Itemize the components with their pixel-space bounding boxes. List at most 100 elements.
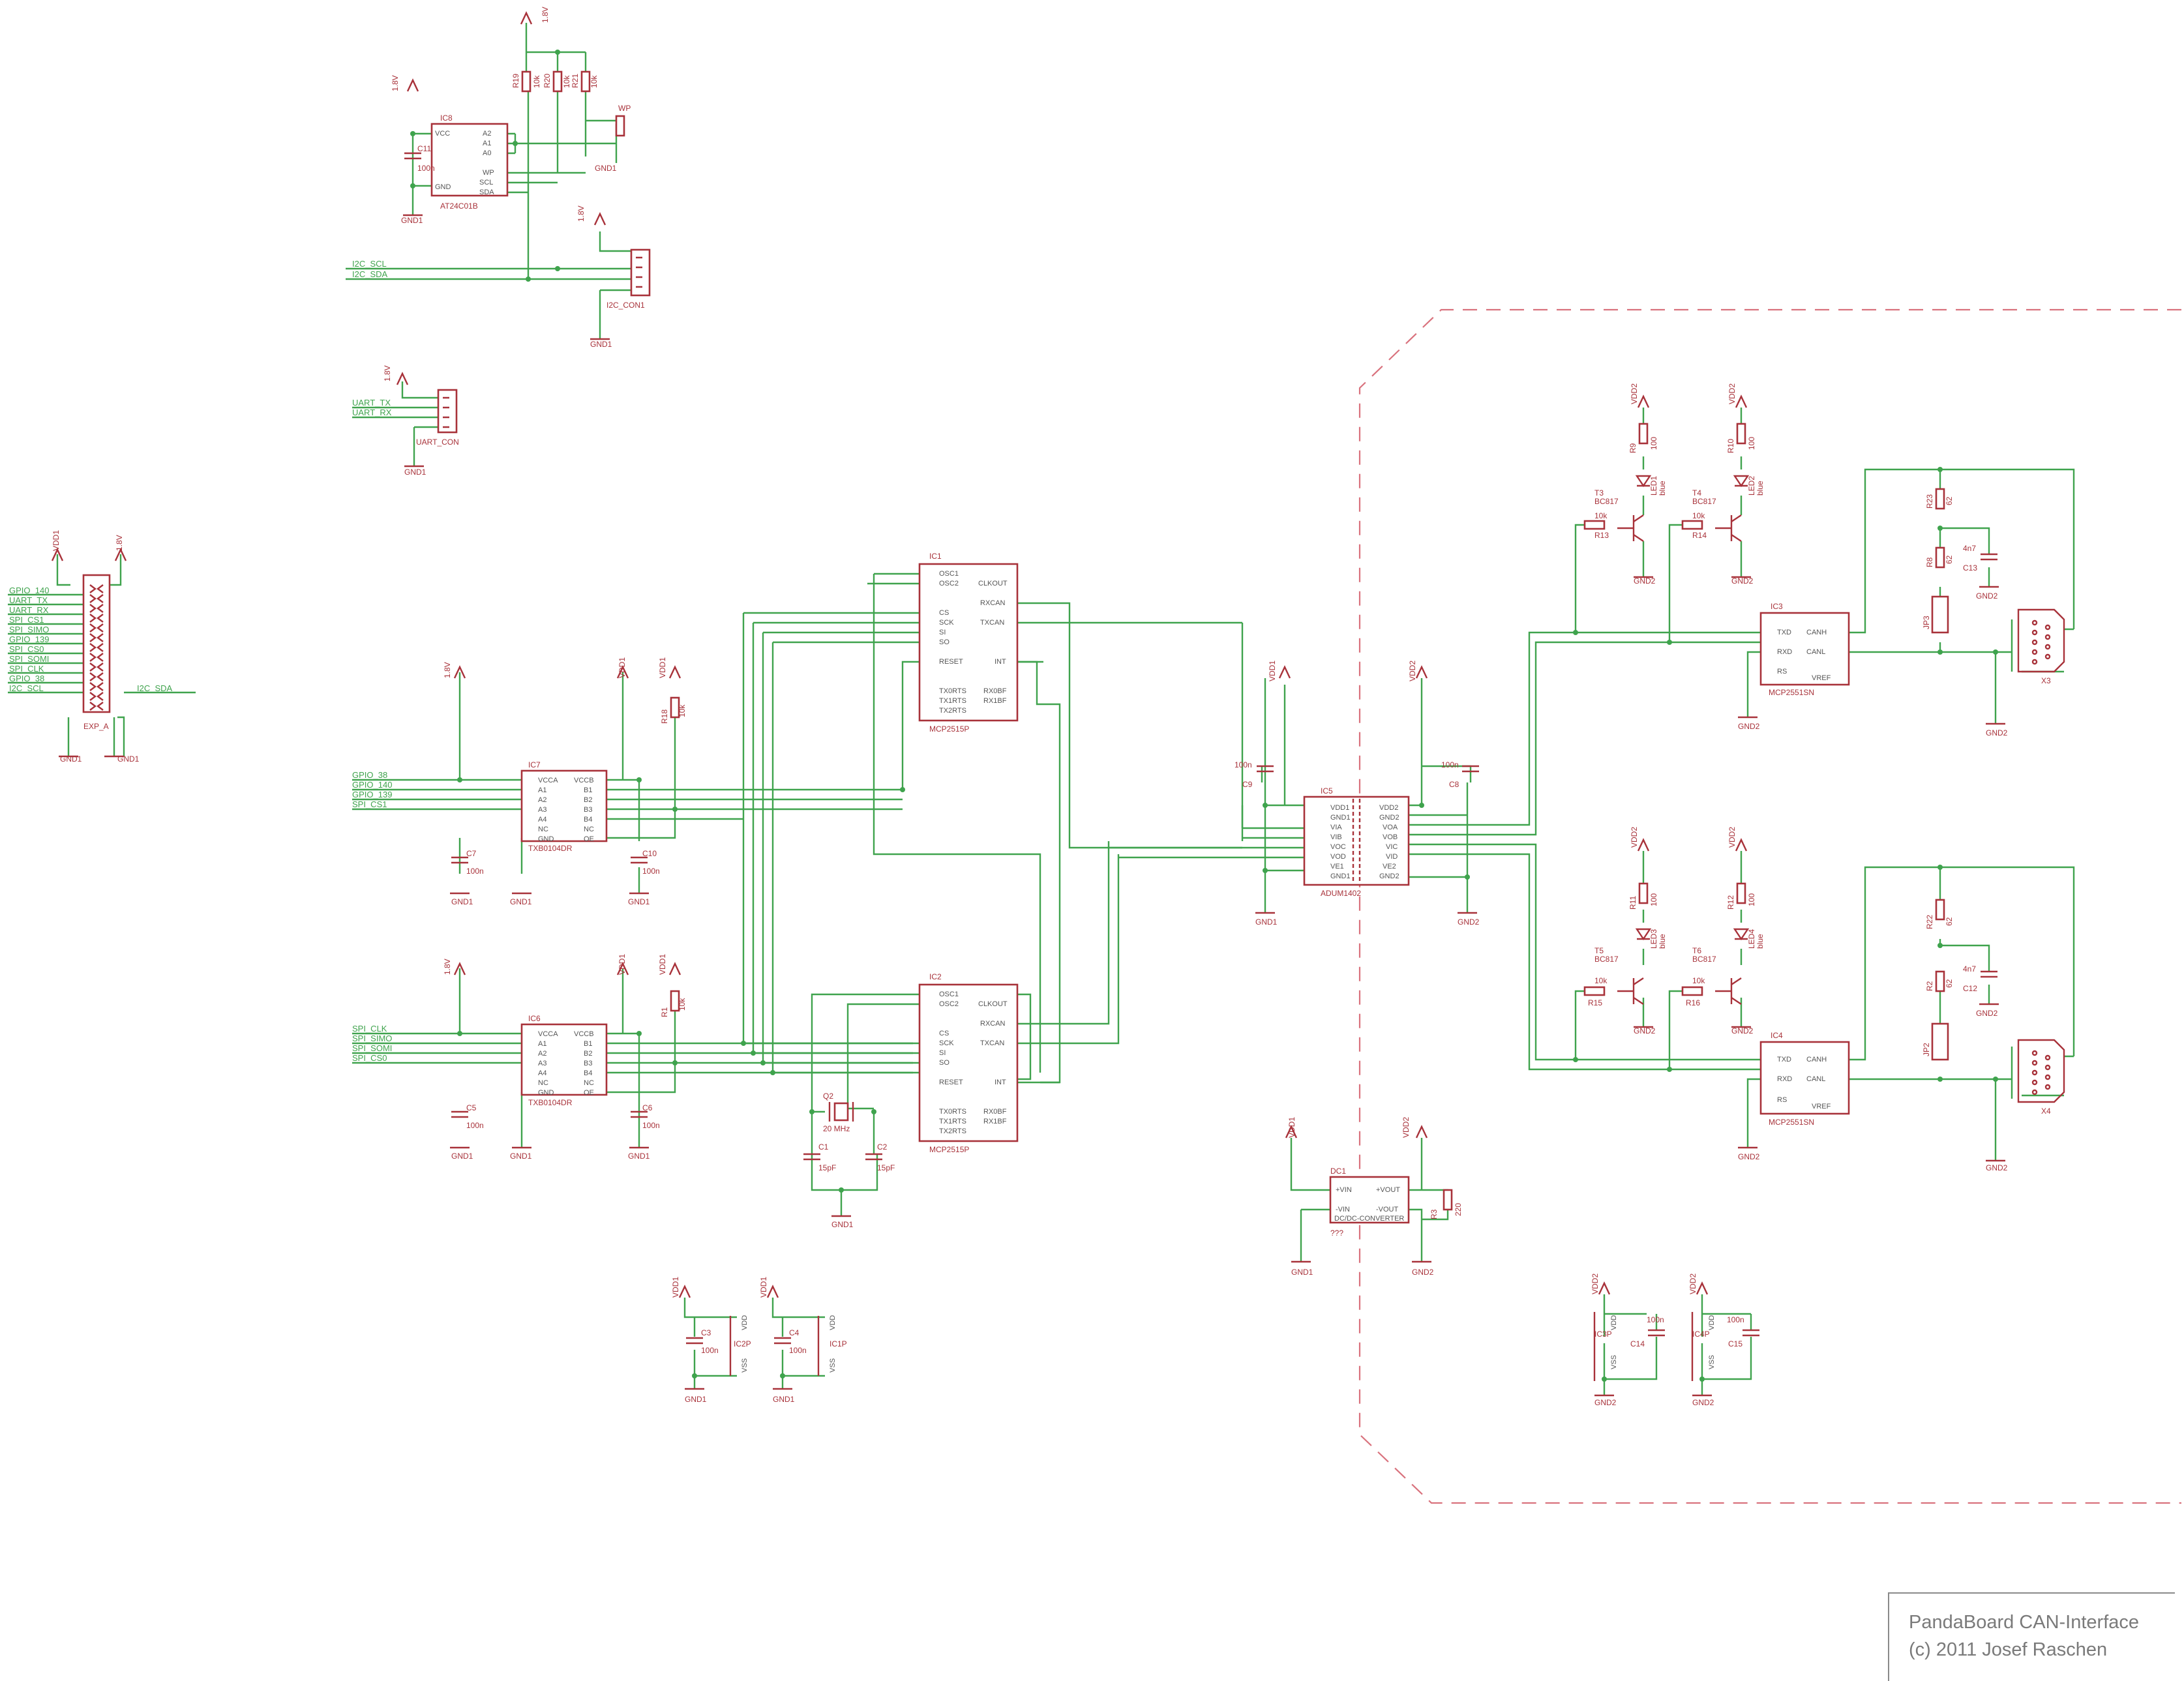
svg-text:VREF: VREF [1812,1103,1831,1110]
svg-text:VDD1: VDD1 [671,1277,680,1298]
svg-text:INT: INT [995,1079,1006,1086]
svg-text:C1: C1 [818,1142,829,1152]
svg-text:C8: C8 [1449,780,1459,789]
svg-text:GND1: GND1 [451,897,473,906]
svg-text:VCCA: VCCA [538,777,558,784]
svg-text:OSC2: OSC2 [939,1000,959,1008]
svg-text:C11: C11 [417,144,431,153]
svg-text:GND: GND [538,835,554,843]
net-gpio-140: GPIO_140 [9,586,49,595]
svg-text:C4: C4 [789,1328,800,1337]
svg-text:GND: GND [435,183,451,191]
svg-text:VDD1: VDD1 [658,657,667,678]
svg-text:SI: SI [939,629,946,636]
svg-text:R14: R14 [1692,531,1707,540]
svg-text:CANL: CANL [1806,648,1825,656]
svg-text:C13: C13 [1963,563,1977,573]
svg-text:VIC: VIC [1386,843,1398,851]
svg-text:WP: WP [483,169,494,177]
svg-text:GND1: GND1 [685,1395,707,1404]
junctions [410,50,1998,1382]
svg-text:100n: 100n [466,1121,484,1130]
svg-text:VDD1: VDD1 [1330,804,1349,812]
svg-text:blue: blue [1658,934,1667,949]
svg-text:RX0BF: RX0BF [983,1108,1007,1116]
svg-text:GND2: GND2 [1634,576,1656,586]
title-block-project: PandaBoard CAN-Interface [1909,1612,2140,1633]
svg-text:GND1: GND1 [1330,872,1351,880]
svg-text:GND1: GND1 [628,1152,650,1161]
svg-text:UART_CON: UART_CON [416,438,459,447]
svg-text:C14: C14 [1630,1339,1645,1348]
svg-text:TX0RTS: TX0RTS [939,687,966,695]
svg-text:GND1: GND1 [404,468,426,477]
svg-text:SPI_CS1: SPI_CS1 [352,799,387,809]
svg-text:TX2RTS: TX2RTS [939,1127,966,1135]
wires [8,23,2075,1395]
svg-text:I2C_CON1: I2C_CON1 [606,301,645,310]
svg-text:NC: NC [584,1079,594,1087]
svg-text:IC8: IC8 [440,113,453,123]
svg-text:RX1BF: RX1BF [983,697,1007,705]
svg-text:GND: GND [538,1089,554,1097]
svg-text:IC7: IC7 [528,760,541,769]
svg-text:R21: R21 [571,74,580,88]
svg-text:CLKOUT: CLKOUT [978,580,1008,588]
net-spi-simo: SPI_SIMO [9,625,49,634]
svg-text:OSC1: OSC1 [939,570,959,578]
svg-text:R12: R12 [1726,895,1735,910]
title-block: PandaBoard CAN-Interface (c) 2011 Josef … [1888,1592,2175,1681]
svg-text:blue: blue [1756,481,1765,496]
svg-text:ADUM1402: ADUM1402 [1321,889,1361,898]
svg-text:IC4: IC4 [1771,1031,1783,1040]
svg-text:R8: R8 [1925,557,1934,567]
svg-text:LED3: LED3 [1649,929,1658,949]
exp-a-label: EXP_A [83,722,109,731]
svg-text:VDD: VDD [1708,1315,1716,1330]
svg-text:A1: A1 [538,786,546,794]
svg-text:10k: 10k [1594,976,1608,985]
svg-text:1.8V: 1.8V [576,205,586,222]
svg-text:VDD2: VDD2 [1401,1117,1411,1138]
svg-text:GND1: GND1 [590,340,612,349]
svg-text:GND2: GND2 [1692,1398,1714,1407]
svg-text:BC817: BC817 [1594,497,1619,506]
svg-text:VOD: VOD [1330,853,1346,861]
svg-text:VDD2: VDD2 [1379,804,1398,812]
svg-text:RESET: RESET [939,1079,963,1086]
svg-text:VDD1: VDD1 [658,954,667,975]
svg-text:R9: R9 [1628,443,1638,453]
svg-text:100n: 100n [1647,1315,1664,1324]
svg-text:C10: C10 [642,849,657,858]
svg-text:B1: B1 [584,1040,592,1048]
svg-text:LED4: LED4 [1747,929,1756,949]
svg-text:VDD: VDD [829,1315,837,1330]
net-i2c-sda: I2C_SDA [137,683,173,693]
svg-text:Q2: Q2 [823,1092,833,1101]
svg-text:GND2: GND2 [1731,576,1754,586]
svg-text:10k: 10k [1594,511,1608,520]
svg-text:1.8V: 1.8V [115,535,124,551]
svg-text:DC1: DC1 [1330,1167,1346,1176]
net-spi-somi: SPI_SOMI [9,654,49,664]
svg-text:-VOUT: -VOUT [1376,1206,1399,1213]
svg-text:T5: T5 [1594,946,1604,955]
svg-text:62: 62 [1945,555,1954,564]
svg-text:CLKOUT: CLKOUT [978,1000,1008,1008]
component-bodies [82,70,2065,1381]
svg-text:62: 62 [1945,917,1954,926]
svg-text:100: 100 [1747,437,1756,450]
svg-text:IC1: IC1 [929,552,942,561]
svg-text:VREF: VREF [1812,674,1831,682]
svg-text:RXCAN: RXCAN [980,599,1006,607]
svg-text:IC3P: IC3P [1594,1330,1612,1339]
svg-text:GND2: GND2 [1986,728,2008,737]
svg-text:MCP2515P: MCP2515P [929,724,969,734]
svg-text:T3: T3 [1594,488,1604,498]
svg-text:blue: blue [1756,934,1765,949]
svg-text:GND2: GND2 [1738,722,1760,731]
svg-text:VDD2: VDD2 [1408,661,1417,681]
svg-text:A3: A3 [538,1060,546,1067]
svg-text:SPI_CLK: SPI_CLK [352,1024,387,1034]
svg-text:IC4P: IC4P [1692,1330,1710,1339]
